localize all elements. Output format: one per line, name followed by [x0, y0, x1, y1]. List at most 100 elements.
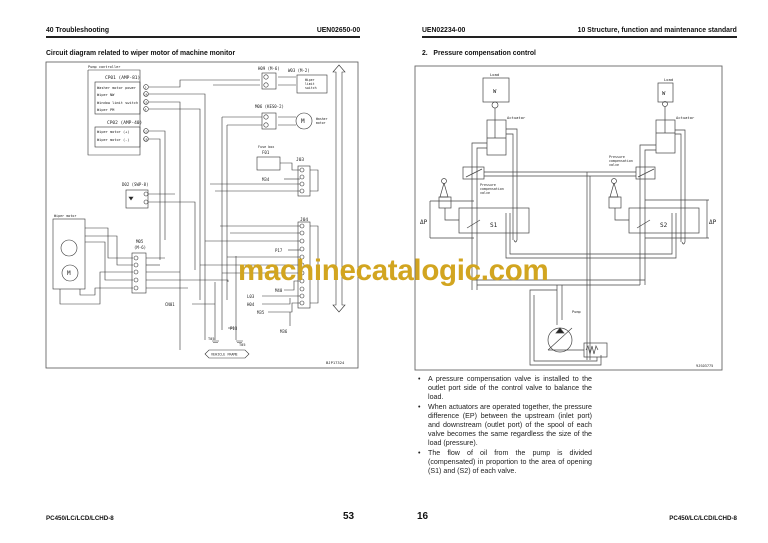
h09-label: H09 (M-6) [258, 66, 280, 71]
cp01-label: CP01 (AMP-81) [105, 75, 140, 81]
weight-label: W [493, 89, 497, 95]
right-header-doc-number: UEN02234-00 [422, 25, 466, 34]
pcv-label: valve [480, 191, 490, 195]
washer-motor-label: Washer [316, 117, 328, 121]
j03-connector [297, 165, 311, 197]
control-valve-s2 [628, 207, 700, 234]
actuator-right [655, 119, 676, 154]
figure-id: BJP17324 [326, 360, 345, 365]
pcv-label: Pressure [480, 183, 496, 187]
h09-connector [261, 72, 277, 90]
fuse-box-label: Fuse box [258, 145, 274, 149]
right-footer-model: PC450/LC/LCD/LCHD-8 [669, 515, 737, 522]
weight-label: W [662, 91, 666, 97]
right-header-rule [422, 36, 737, 38]
motor-symbol: M [301, 118, 305, 125]
bullet-item: When actuators are operated together, th… [418, 403, 592, 449]
pin-number: 6 [145, 107, 147, 111]
p17-label: P17 [275, 248, 283, 253]
wiper-motor-icon [61, 264, 79, 282]
load-label: Load [490, 72, 499, 77]
cp01-row-label: Wiper NW [97, 93, 115, 97]
control-lever-icon [611, 178, 617, 184]
w03-label: W03 (M-2) [288, 68, 310, 73]
actuator-left [486, 119, 507, 156]
cp01-connector [94, 81, 141, 115]
wiper-limit-switch [296, 74, 328, 94]
vehicle-frame-label: VEHICLE FRAME [211, 353, 238, 357]
pin-number: 18 [144, 137, 148, 141]
control-valve-s1 [458, 207, 530, 234]
d02-diode [125, 189, 149, 209]
actuator-label: Actuator [507, 115, 526, 120]
wiper-motor [52, 218, 86, 290]
cp02-connector [94, 126, 141, 148]
bullet-item: A pressure compensation valve is install… [418, 375, 592, 403]
bullet-item: The flow of oil from the pump is divided… [418, 449, 592, 477]
w03-text: switch [305, 86, 317, 90]
s2-label: S2 [660, 222, 668, 229]
load-label: Load [664, 77, 673, 82]
m34-label: M34 [262, 177, 270, 182]
fuse-box [256, 156, 281, 171]
pcv-label: Pressure [609, 155, 625, 159]
ground-icon [212, 340, 243, 343]
cp02-row-label: Wiper motor (+) [97, 130, 129, 134]
h04-label: H04 [247, 302, 255, 307]
cp01-row-label: Washer motor power [97, 86, 137, 90]
pressure-compensation-valve-left [462, 166, 485, 180]
pressure-compensation-valve-right [635, 166, 656, 180]
cn01-label: CN01 [165, 302, 175, 307]
pcv-label: compensation [609, 159, 633, 163]
control-lever-icon [441, 178, 447, 184]
left-page-number: 53 [343, 511, 355, 522]
right-page-number: 16 [417, 511, 429, 522]
motor-symbol: M [67, 270, 71, 277]
bullet-list: A pressure compensation valve is install… [418, 375, 592, 476]
cp01-pins: 3 16 15 6 [143, 84, 149, 112]
j04-label: J04 [300, 217, 308, 223]
l03-label: L03 [247, 294, 255, 299]
actuator-label: Actuator [676, 115, 695, 120]
vehicle-frame-symbol [204, 349, 250, 359]
ground-t05-label: T05 [208, 337, 215, 341]
m36-label: M36 [280, 329, 288, 334]
section-number: 2. [422, 48, 428, 57]
left-footer-model: PC450/LC/LCD/LCHD-8 [46, 515, 114, 522]
w03-text: limit [305, 82, 315, 86]
pin-number: 15 [144, 100, 148, 104]
fuse-box-label: F01 [262, 150, 270, 155]
m40-label: M40 [275, 288, 283, 293]
m05-label: M05 [136, 239, 144, 244]
pin-number: 13 [144, 129, 148, 133]
m06-label: M06 (KES0-2) [255, 104, 284, 109]
ground-t05-label: T05 [239, 343, 246, 347]
cp02-label: CP02 (AMP-40) [107, 120, 142, 126]
j03-label: J03 [296, 157, 304, 163]
pump-controller-label: Pump controller [88, 65, 121, 69]
d02-label: D02 (SWP-8) [122, 182, 149, 187]
wiper-circuit-diagram: Pump controller CP01 (AMP-81) Washer mot… [45, 61, 359, 369]
washer-motor-label: motor [316, 121, 326, 125]
pcv-label: compensation [480, 187, 504, 191]
pump-label: Pump [572, 310, 581, 314]
load-weight-right [657, 82, 674, 103]
cp01-row-label: Wiper PM [97, 108, 115, 112]
washer-motor-icon [295, 112, 313, 130]
pin-number: 3 [145, 85, 147, 89]
cp02-row-label: Wiper motor (-) [97, 138, 129, 142]
m05-connector [131, 252, 147, 294]
delta-p-label: ΔP [709, 219, 717, 226]
delta-p-label: ΔP [420, 219, 428, 226]
right-section-title: 2. Pressure compensation control [422, 48, 536, 57]
p13-label: P13 [230, 326, 238, 331]
harness-arrow [332, 64, 346, 313]
wiper-motor-label: Wiper motor [54, 214, 76, 218]
watermark: machinecatalogic.com [238, 254, 549, 287]
m35-label: M35 [257, 310, 265, 315]
pin-number: 16 [144, 92, 148, 96]
pressure-compensation-diagram: Load W Actuator Load W Actuator Pressure… [414, 65, 723, 371]
pump-regulator-spring [583, 342, 608, 358]
m05-label: (M-6) [134, 245, 146, 250]
